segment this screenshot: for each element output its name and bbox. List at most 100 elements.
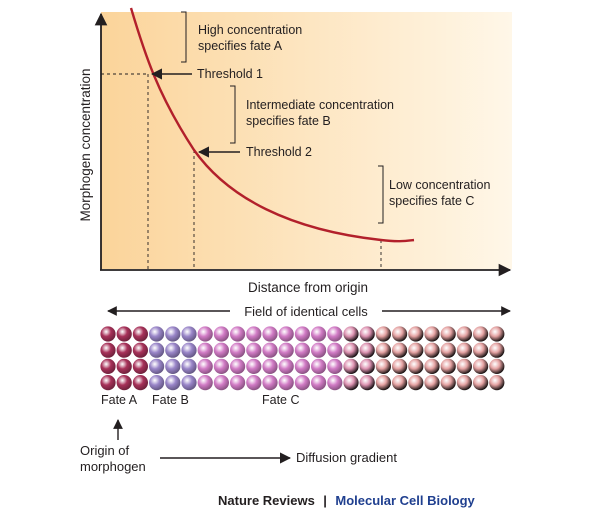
cell xyxy=(246,326,262,342)
cell xyxy=(116,326,132,342)
cell xyxy=(294,342,310,358)
gradient-label: Diffusion gradient xyxy=(296,450,397,465)
cell xyxy=(213,358,229,374)
cell xyxy=(246,375,262,391)
cell xyxy=(278,326,294,342)
cell xyxy=(456,342,472,358)
cell xyxy=(424,375,440,391)
fate-b-bracket xyxy=(230,85,236,144)
origin-gradient: Origin of morphogen Diffusion gradient xyxy=(80,419,397,474)
cell xyxy=(132,326,148,342)
fate-c-annotation-line-2: specifies fate C xyxy=(389,194,474,208)
cell xyxy=(408,375,424,391)
threshold-guides xyxy=(101,73,382,270)
cell xyxy=(132,375,148,391)
threshold-1-label: Threshold 1 xyxy=(197,67,263,81)
cell xyxy=(197,375,213,391)
cell xyxy=(440,342,456,358)
cell xyxy=(359,326,375,342)
cell xyxy=(359,358,375,374)
cell xyxy=(197,358,213,374)
fate-c-annotation: Low concentration specifies fate C xyxy=(389,178,494,208)
fate-b-annotation-line-2: specifies fate B xyxy=(246,114,331,128)
cell xyxy=(408,342,424,358)
cell xyxy=(327,342,343,358)
cell xyxy=(489,326,505,342)
cell xyxy=(181,358,197,374)
cell xyxy=(230,358,246,374)
cell xyxy=(456,358,472,374)
origin-label-line-2: morphogen xyxy=(80,459,146,474)
fate-b-annotation: Intermediate concentration specifies fat… xyxy=(246,98,398,128)
cell xyxy=(311,358,327,374)
field-label-backdrop xyxy=(230,302,382,320)
fate-c-label: Fate C xyxy=(262,393,300,407)
threshold-2-label: Threshold 2 xyxy=(246,145,312,159)
fate-b-label: Fate B xyxy=(152,393,189,407)
cell xyxy=(440,375,456,391)
cell xyxy=(392,375,408,391)
cell xyxy=(165,375,181,391)
cell xyxy=(343,342,359,358)
cell xyxy=(392,342,408,358)
fate-c-annotation-line-1: Low concentration xyxy=(389,178,491,192)
cell xyxy=(327,358,343,374)
fate-a-annotation-line-1: High concentration xyxy=(198,23,302,37)
cell xyxy=(116,342,132,358)
cell xyxy=(375,358,391,374)
cell xyxy=(165,342,181,358)
cell xyxy=(213,375,229,391)
cell xyxy=(408,358,424,374)
cell xyxy=(278,358,294,374)
cell xyxy=(262,342,278,358)
cell xyxy=(100,342,116,358)
x-axis-title: Distance from origin xyxy=(248,280,368,295)
credit-separator: | xyxy=(323,493,327,508)
cell xyxy=(473,326,489,342)
cell xyxy=(116,375,132,391)
credit-journal: Nature Reviews xyxy=(218,493,315,508)
cell xyxy=(278,375,294,391)
cell xyxy=(294,326,310,342)
cell xyxy=(424,358,440,374)
cell xyxy=(473,342,489,358)
cell xyxy=(343,375,359,391)
cell xyxy=(132,342,148,358)
cell xyxy=(262,375,278,391)
cell xyxy=(149,326,165,342)
credit-subject: Molecular Cell Biology xyxy=(335,493,475,508)
cell xyxy=(213,326,229,342)
fate-a-annotation: High concentration specifies fate A xyxy=(198,23,306,53)
cell xyxy=(165,358,181,374)
cell xyxy=(246,342,262,358)
cell xyxy=(230,342,246,358)
cell xyxy=(327,375,343,391)
cell-grid xyxy=(100,326,505,391)
cell xyxy=(440,326,456,342)
cell-field: Field of identical cells Fate A Fate B F… xyxy=(100,302,511,407)
cell xyxy=(359,375,375,391)
cell xyxy=(294,358,310,374)
cell xyxy=(343,358,359,374)
cell xyxy=(392,358,408,374)
cell xyxy=(149,342,165,358)
cell xyxy=(278,342,294,358)
cell xyxy=(116,358,132,374)
fate-b-annotation-line-1: Intermediate concentration xyxy=(246,98,394,112)
cell xyxy=(100,326,116,342)
cell xyxy=(456,375,472,391)
cell xyxy=(327,326,343,342)
cell xyxy=(213,342,229,358)
journal-credit: Nature Reviews | Molecular Cell Biology xyxy=(218,492,476,509)
cell xyxy=(359,342,375,358)
cell xyxy=(311,326,327,342)
fate-a-bracket xyxy=(181,11,187,63)
cell xyxy=(489,375,505,391)
cell xyxy=(473,358,489,374)
cell xyxy=(489,358,505,374)
cell xyxy=(375,375,391,391)
cell xyxy=(197,342,213,358)
cell xyxy=(181,342,197,358)
cell xyxy=(343,326,359,342)
